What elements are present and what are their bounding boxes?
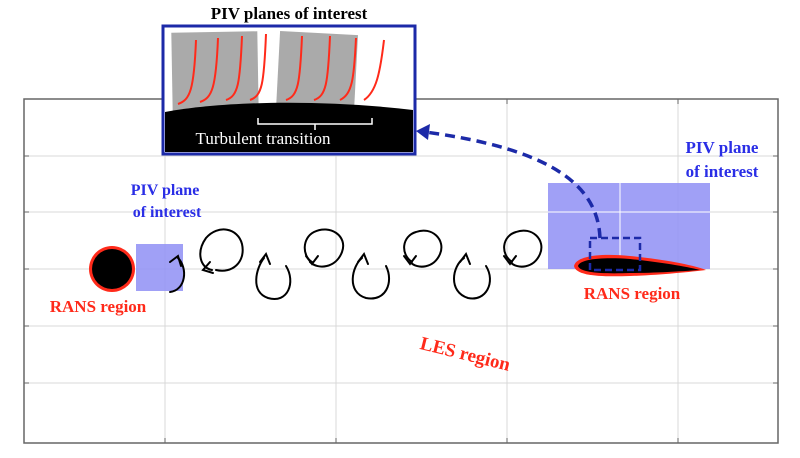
piv-airfoil-label-1: PIV plane	[686, 138, 759, 157]
cylinder	[89, 246, 135, 292]
vortex-bottom-1	[169, 254, 186, 293]
zoom-arrow	[416, 124, 602, 239]
piv-zoom-box	[588, 236, 642, 272]
piv-cylinder-label-1: PIV plane	[131, 182, 200, 199]
vortex-street	[169, 228, 543, 300]
piv-plane-cylinder	[136, 244, 183, 291]
transition-bracket	[257, 118, 373, 130]
transition-label: Turbulent transition	[196, 129, 331, 148]
vortex-bottom-2	[255, 251, 292, 300]
vortex-top-3	[403, 229, 443, 268]
inset-title: PIV planes of interest	[211, 4, 368, 23]
vortex-bottom-3	[351, 251, 391, 300]
vortex-bottom-4	[453, 251, 491, 300]
vortex-top-4	[503, 229, 543, 268]
piv-plane-airfoil	[548, 183, 710, 269]
vortex-top-2	[303, 228, 345, 268]
inset-panel	[161, 24, 417, 156]
vortex-top-1	[199, 228, 244, 274]
piv-airfoil-label-2: of interest	[686, 162, 759, 181]
rans-cylinder-label: RANS region	[50, 297, 147, 316]
rans-airfoil-label: RANS region	[584, 284, 681, 303]
piv-cylinder-label-2: of interest	[133, 204, 202, 221]
